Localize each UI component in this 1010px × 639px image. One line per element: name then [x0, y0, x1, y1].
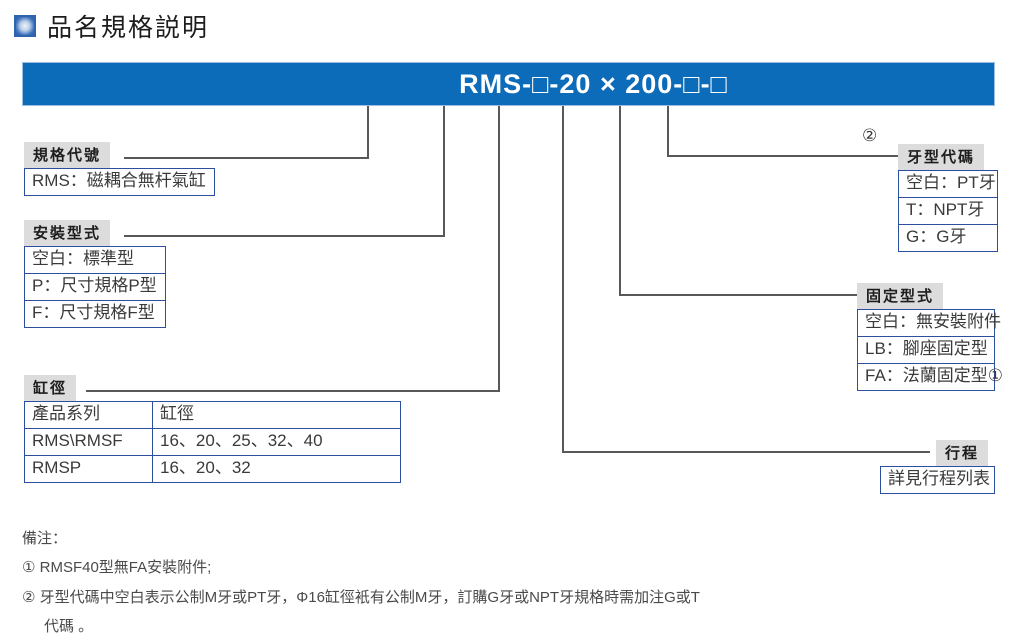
notes-heading: 備注： — [22, 530, 68, 547]
option-item: T：NPT牙 — [899, 198, 997, 226]
option-item: RMS：磁耦合無杆氣缸 — [32, 171, 206, 190]
option-item: FA：法蘭固定型① — [865, 366, 1004, 386]
callout-caption-fixing-type: 固定型式 — [857, 283, 944, 309]
callout-caption-mounting-type: 安裝型式 — [24, 220, 111, 246]
table-cell: RMS\RMSF — [24, 428, 153, 457]
model-code-banner: RMS-□-20 × 200-□-□ — [22, 62, 995, 106]
option-item: LB：腳座固定型 — [858, 337, 994, 365]
option-item: 詳見行程列表 — [888, 469, 990, 488]
option-item: 空白：標準型 — [25, 247, 165, 275]
option-item: F：尺寸規格F型 — [32, 303, 155, 323]
table-cell: RMSP — [24, 455, 153, 484]
table-header-row: 產品系列 缸徑 — [24, 400, 401, 430]
page-title-label: 品名規格説明 — [47, 14, 210, 42]
notes-section: 備注： ① RMSF40型無FA安裝附件; ② 牙型代碼中空白表示公制M牙或PT… — [22, 524, 982, 639]
table-row: RMSP 16、20、32 — [24, 455, 401, 484]
callout-spec-code: 規格代號 RMS：磁耦合無杆氣缸 — [24, 142, 215, 197]
callout-stroke: 行程 詳見行程列表 — [880, 440, 995, 495]
note-item-1: ① RMSF40型無FA安裝附件; — [22, 559, 212, 577]
note-item-2: ② 牙型代碼中空白表示公制M牙或PT牙，Φ16缸徑衹有公制M牙，訂購G牙或NPT… — [22, 588, 700, 606]
callout-thread-code: 牙型代碼 空白：PT牙 T：NPT牙 G：G牙 — [898, 144, 998, 253]
note-item-2-cont: 代碼 。 — [44, 617, 94, 635]
model-code-text: RMS-□-20 × 200-□-□ — [459, 68, 728, 99]
column-header: 缸徑 — [152, 400, 401, 430]
option-item: 空白：PT牙 — [899, 171, 997, 199]
callout-mounting-type: 安裝型式 空白：標準型 P：尺寸規格P型 F：尺寸規格F型 — [24, 220, 166, 329]
callout-caption-thread-code: 牙型代碼 — [898, 144, 985, 170]
table-cell: 16、20、25、32、40 — [152, 428, 401, 457]
blue-square-icon — [14, 15, 36, 37]
option-list-mounting-type: 空白：標準型 P：尺寸規格P型 F：尺寸規格F型 — [24, 246, 166, 329]
option-list-spec-code: RMS：磁耦合無杆氣缸 — [24, 168, 215, 197]
callout-caption-stroke: 行程 — [936, 440, 989, 466]
option-list-fixing-type: 空白：無安裝附件 LB：腳座固定型 FA：法蘭固定型① — [857, 309, 1004, 392]
callout-fixing-type: 固定型式 空白：無安裝附件 LB：腳座固定型 FA：法蘭固定型① — [857, 283, 1004, 392]
option-item: G：G牙 — [906, 227, 967, 247]
option-list-stroke: 詳見行程列表 — [880, 466, 995, 495]
page-title: 品名規格説明 — [14, 8, 209, 44]
callout-caption-bore: 缸徑 — [24, 375, 77, 401]
callout-caption-spec-code: 規格代號 — [24, 142, 111, 168]
column-header: 產品系列 — [24, 400, 153, 430]
callout-bore: 缸徑 產品系列 缸徑 RMS\RMSF 16、20、25、32、40 RMSP … — [24, 375, 401, 484]
option-item: P：尺寸規格P型 — [25, 274, 165, 302]
table-row: RMS\RMSF 16、20、25、32、40 — [24, 428, 401, 457]
footnote-marker-2: ② — [862, 126, 878, 145]
option-list-thread-code: 空白：PT牙 T：NPT牙 G：G牙 — [898, 170, 998, 253]
option-item: 空白：無安裝附件 — [858, 310, 1001, 338]
bore-table: 產品系列 缸徑 RMS\RMSF 16、20、25、32、40 RMSP 16、… — [24, 400, 401, 484]
table-cell: 16、20、32 — [152, 455, 401, 484]
